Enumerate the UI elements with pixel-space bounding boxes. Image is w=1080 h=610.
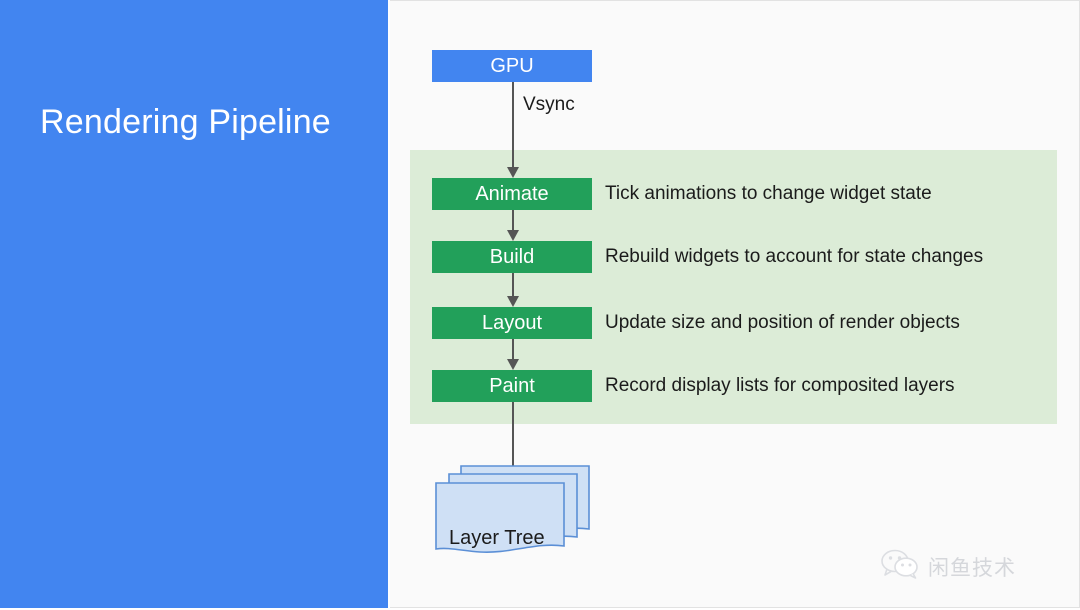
node-layout[interactable]: Layout [432,307,592,339]
watermark: 闲鱼技术 [880,548,1016,585]
node-gpu[interactable]: GPU [432,50,592,82]
arrow-head [507,167,519,178]
description-layout: Update size and position of render objec… [605,312,960,333]
arrow-line [512,339,514,359]
arrow-head [507,359,519,370]
arrow-head [507,296,519,307]
watermark-text: 闲鱼技术 [928,555,1016,580]
arrow-animate-to-build [506,210,520,241]
node-paint[interactable]: Paint [432,370,592,402]
arrow-build-to-layout [506,273,520,307]
arrow-line [512,210,514,230]
wechat-icon [880,548,920,585]
node-layer-tree[interactable]: Layer Tree [435,465,595,565]
vsync-label: Vsync [523,94,575,115]
description-build: Rebuild widgets to account for state cha… [605,246,984,267]
arrow-line [512,82,514,167]
node-build[interactable]: Build [432,241,592,273]
layer-card-front: Layer Tree [435,482,565,557]
layer-tree-label: Layer Tree [449,527,545,549]
arrow-head [507,230,519,241]
arrow-line [512,273,514,296]
node-animate[interactable]: Animate [432,178,592,210]
arrow-gpu-to-animate [506,82,520,178]
arrow-layout-to-paint [506,339,520,370]
description-animate: Tick animations to change widget state [605,183,932,204]
arrow-line [512,402,514,471]
page-title: Rendering Pipeline [40,103,331,141]
title-panel: Rendering Pipeline [0,0,388,608]
description-paint: Record display lists for composited laye… [605,375,955,396]
